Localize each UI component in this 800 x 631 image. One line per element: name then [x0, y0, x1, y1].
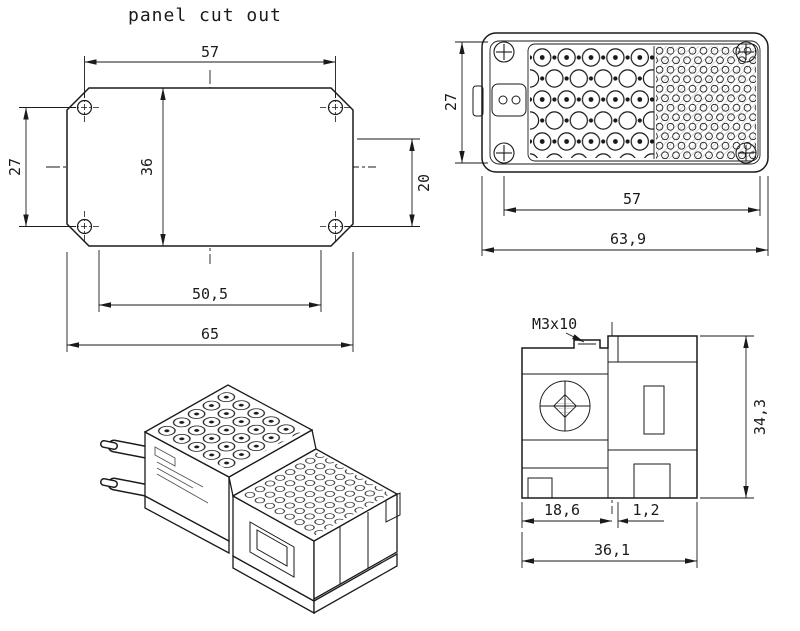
dim-label-65: 65 [201, 325, 219, 343]
dim-side-total-width: 36,1 [521, 502, 698, 568]
dim-label-36: 36 [138, 158, 156, 176]
front-view: 27 57 63,9 [442, 32, 769, 256]
panel-cutout-outline [66, 87, 354, 247]
side-body-outline [521, 335, 698, 499]
left-section-details [522, 373, 608, 499]
small-module-contacts [240, 452, 390, 536]
side-guide-tab [472, 85, 484, 117]
dim-total-height: 34,3 [700, 335, 769, 499]
side-slot [643, 385, 665, 435]
big-module-contacts [152, 390, 305, 470]
dim-total-width: 65 [66, 252, 354, 352]
dim-label-20: 20 [415, 174, 433, 192]
isometric-view [100, 384, 401, 615]
small-contact-hatch [656, 46, 756, 159]
dim-label-50-5: 50,5 [192, 285, 228, 303]
screw-callout: M3x10 [532, 315, 585, 343]
latch-clip [385, 492, 401, 523]
dim-label-34-3: 34,3 [751, 399, 769, 435]
dim-body-total-width: 63,9 [481, 176, 769, 256]
dim-cutout-height: 36 [138, 88, 166, 246]
panel-cutout-view: panel cut out 57 27 [6, 5, 433, 352]
dim-left-width: 18,6 [521, 501, 619, 528]
dim-hole-spacing-horizontal: 57 [84, 43, 336, 98]
dim-right-offset: 20 [345, 138, 433, 227]
big-contact-field [530, 47, 654, 158]
fixing-screw-side [539, 380, 591, 432]
screw-label: M3x10 [532, 315, 577, 333]
insert-frame [527, 43, 759, 162]
housing-base-right [313, 552, 398, 615]
fixing-screw [493, 142, 515, 164]
dim-insert-height: 27 [442, 41, 488, 164]
dim-hole-spacing-vertical: 27 [6, 107, 76, 227]
brand-label-area [154, 446, 209, 504]
coding-element [491, 83, 527, 117]
dim-offset: 1,2 [618, 501, 664, 524]
front-window-detail [249, 521, 295, 578]
side-view: M3x10 34,3 18,6 1,2 36,1 [521, 315, 769, 568]
guide-pins [100, 439, 157, 498]
dim-label-27-panel: 27 [6, 158, 24, 176]
side-detail-lines [339, 492, 401, 584]
page-title: panel cut out [128, 5, 282, 26]
bottom-step-left [527, 477, 553, 499]
dim-inner-width: 50,5 [98, 250, 322, 312]
dim-label-1-2: 1,2 [632, 501, 659, 519]
dim-label-36-1: 36,1 [594, 541, 630, 559]
dim-insert-width: 57 [503, 176, 761, 216]
connector-body-inner-edge [489, 40, 761, 165]
fixing-screw [493, 41, 515, 63]
dim-label-57-front: 57 [623, 190, 641, 208]
dim-label-27-front: 27 [442, 93, 460, 111]
bottom-block-right [633, 463, 671, 499]
dim-label-18-6: 18,6 [544, 501, 580, 519]
dim-label-57: 57 [201, 43, 219, 61]
right-section-details [608, 361, 697, 499]
dim-label-63-9: 63,9 [610, 230, 646, 248]
